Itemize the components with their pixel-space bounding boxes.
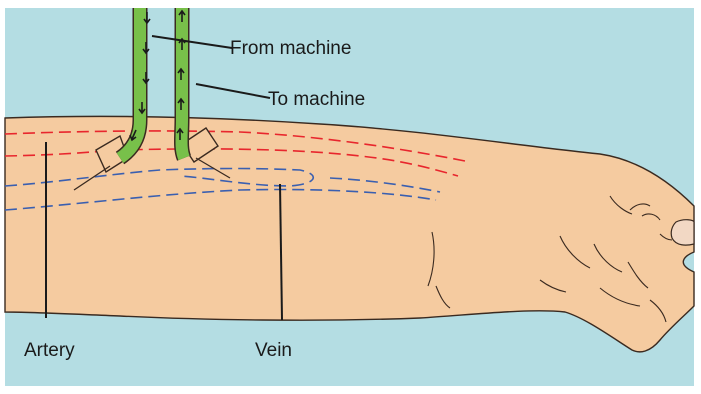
label-artery: Artery [24,340,75,361]
label-to-machine: To machine [268,89,365,110]
label-vein: Vein [255,340,292,361]
label-from-machine: From machine [230,38,351,59]
thumbnail [671,220,694,245]
